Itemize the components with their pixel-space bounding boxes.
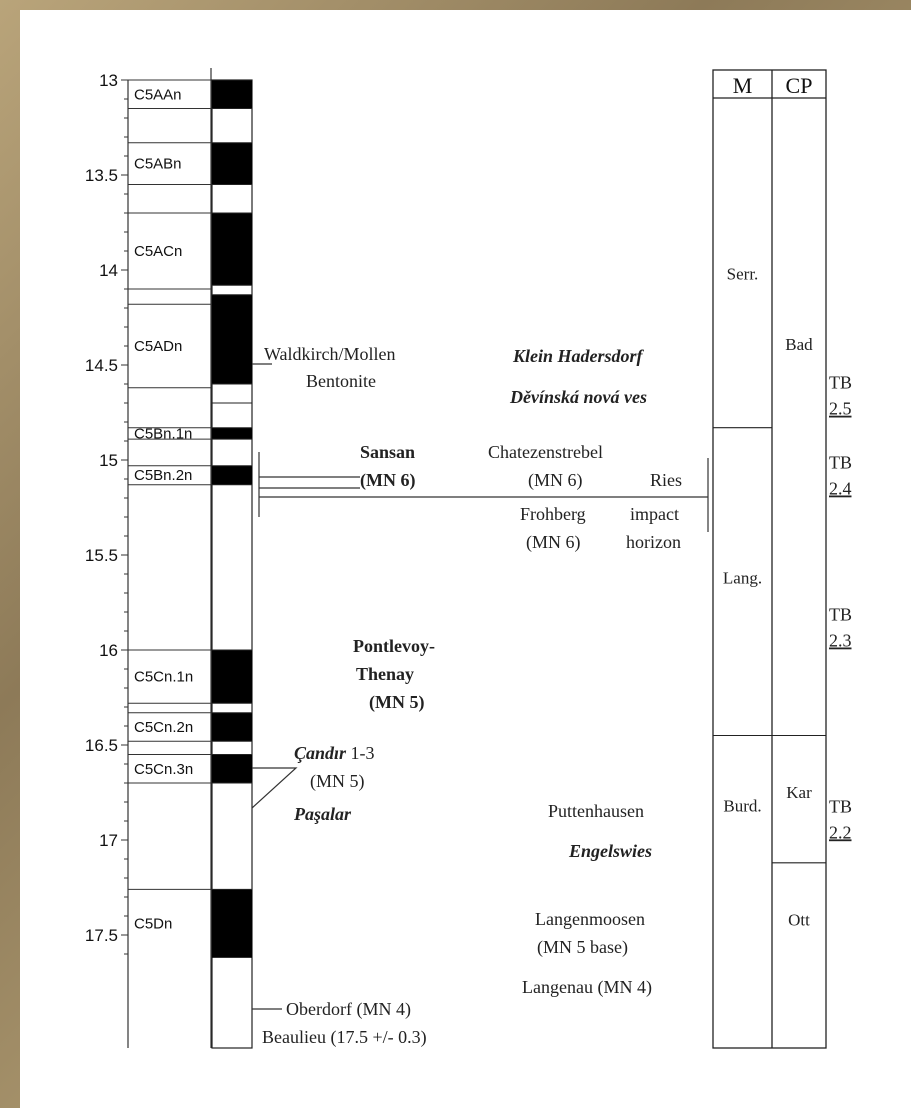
chron-label: C5Dn [134,916,172,933]
chron-label: C5Bn.1n [134,425,192,442]
normal-polarity-block [212,142,252,185]
tick-label: 17 [99,831,118,850]
tick-label: 13.5 [85,166,118,185]
chron-label: C5ABn [134,156,182,173]
tb-label: TB [829,373,852,393]
tb-number: 2.5 [829,399,852,419]
chron-label: C5ACn [134,243,182,260]
candir-label: Çandır 1-3 [294,743,375,763]
ries-label: Ries [650,470,682,490]
beaulieu-label: Beaulieu (17.5 +/- 0.3) [262,1027,427,1048]
normal-polarity-block [212,465,252,485]
pontlevoy-mn-label: (MN 5) [369,692,424,713]
chron-label: C5Bn.2n [134,467,192,484]
tick-label: 13 [99,71,118,90]
chatezenstrebel-mn-label: (MN 6) [528,470,583,491]
cp-stage-label: Bad [785,335,813,354]
frohberg-label: Frohberg [520,504,586,524]
bentonite-label: Bentonite [306,371,376,391]
chron-label: C5Cn.2n [134,719,193,736]
tick-label: 17.5 [85,926,118,945]
klein-hadersdorf-label: Klein Hadersdorf [512,346,645,366]
age-axis: 13 13.5 14 14.5 15 15.5 16 16.5 17 17.5 [85,71,129,1048]
devinska-label: Děvínská nová ves [509,387,647,407]
candir-mn-label: (MN 5) [310,771,365,792]
m-stage-label: Lang. [723,569,762,588]
pasalar-label: Paşalar [293,804,352,824]
langenau-label: Langenau (MN 4) [522,977,652,998]
chron-label: C5AAn [134,86,182,103]
engelswies-label: Engelswies [568,841,652,861]
normal-polarity-block [212,650,252,704]
sansan-mn-label: (MN 6) [360,470,415,491]
normal-polarity-block [212,712,252,742]
normal-polarity-block [212,294,252,384]
chron-label: C5ADn [134,338,182,355]
tick-label: 16 [99,641,118,660]
tick-label: 15 [99,451,118,470]
connector-lines [251,363,709,1010]
normal-polarity-block [212,427,252,440]
langenmoosen-base-label: (MN 5 base) [537,937,628,958]
puttenhausen-label: Puttenhausen [548,801,644,821]
candir-leader [251,767,298,809]
tb-number: 2.4 [829,479,852,499]
tick-label: 15.5 [85,546,118,565]
m-stage-label: Burd. [723,797,761,816]
impact-label: impact [630,504,679,524]
tick-label: 14 [99,261,118,280]
chron-label: C5Cn.3n [134,761,193,778]
m-stage-label: Serr. [727,265,759,284]
chatezenstrebel-label: Chatezenstrebel [488,442,603,462]
thenay-label: Thenay [356,664,414,684]
normal-polarity-block [212,754,252,783]
tb-label: TB [829,796,852,816]
normal-polarity-block [212,80,252,109]
polarity-column [211,79,253,1049]
stage-columns-frame [712,69,827,1049]
header-cp: CP [786,73,813,98]
diagram-panel [20,10,911,1108]
tick-label: 14.5 [85,356,118,375]
chron-column: C5AAnC5ABnC5ACnC5ADnC5Bn.1nC5Bn.2nC5Cn.1… [128,68,212,1048]
waldkirch-label: Waldkirch/Mollen [264,344,396,364]
tick-label: 16.5 [85,736,118,755]
tb-number: 2.3 [829,631,852,651]
tb-label: TB [829,453,852,473]
frohberg-mn-label: (MN 6) [526,532,581,553]
horizon-label: horizon [626,532,681,552]
langenmoosen-label: Langenmoosen [535,909,645,929]
chron-label: C5Cn.1n [134,669,193,686]
tb-number: 2.2 [829,822,852,842]
pontlevoy-label: Pontlevoy- [353,636,435,656]
tb-label: TB [829,605,852,625]
cp-stage-label: Kar [786,783,812,802]
normal-polarity-block [212,213,252,286]
cp-stage-label: Ott [788,911,810,930]
normal-polarity-block [212,889,252,958]
oberdorf-label: Oberdorf (MN 4) [286,999,411,1020]
header-m: M [733,73,753,98]
sansan-label: Sansan [360,442,415,462]
